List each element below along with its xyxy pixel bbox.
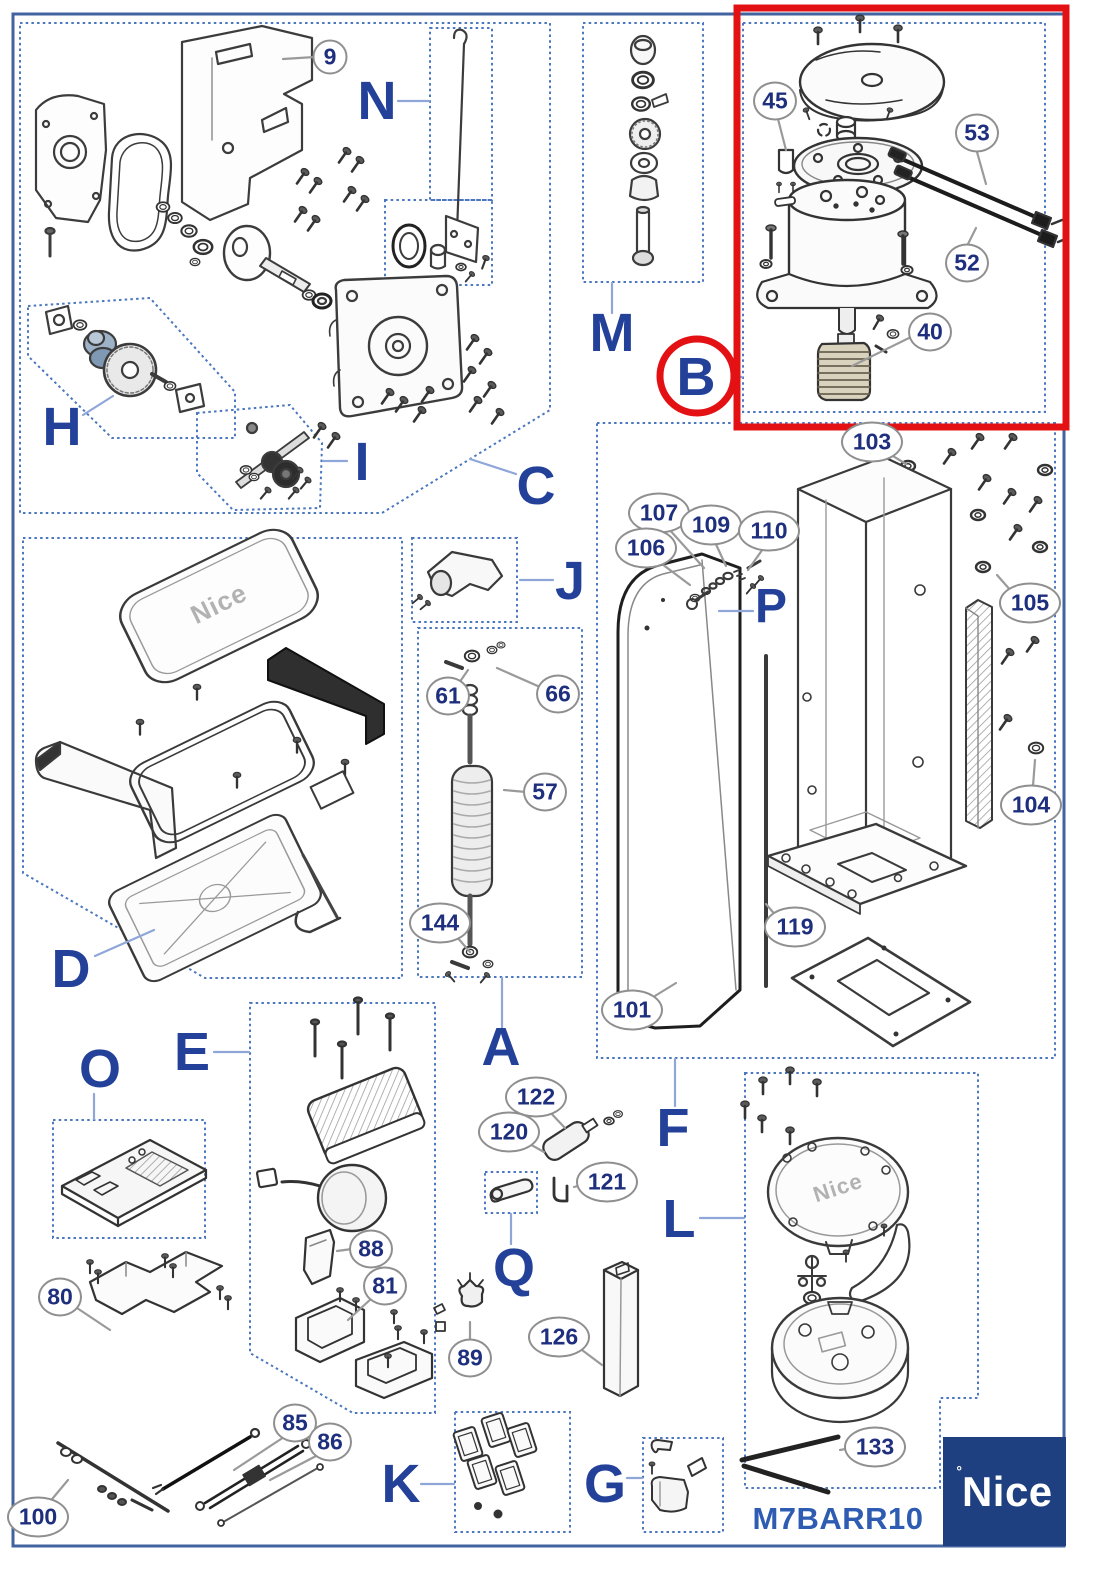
section-j-a-parts	[409, 550, 506, 986]
section-label-P: P	[754, 580, 788, 633]
callout-110: 110	[738, 510, 800, 552]
callout-107: 107	[628, 492, 690, 534]
box-E	[249, 1002, 436, 1414]
box-M	[582, 22, 704, 283]
brand-logo: °Nice	[943, 1437, 1066, 1546]
callout-89: 89	[448, 1338, 492, 1378]
callout-119: 119	[764, 906, 826, 948]
section-label-D: D	[51, 939, 91, 999]
model-code: M7BARR10	[752, 1501, 924, 1536]
callout-61: 61	[426, 676, 470, 716]
section-label-F: F	[656, 1098, 690, 1158]
section-label-G: G	[583, 1454, 627, 1514]
box-F	[596, 422, 1056, 1059]
section-label-N: N	[357, 71, 397, 131]
section-label-M: M	[589, 303, 635, 363]
callout-57: 57	[523, 772, 567, 812]
callout-104: 104	[1000, 784, 1062, 826]
section-c-parts	[34, 24, 507, 502]
section-label-O: O	[78, 1039, 122, 1099]
box-Q	[484, 1171, 538, 1214]
section-b-parts	[756, 13, 1070, 402]
section-o-parts	[60, 1138, 233, 1316]
section-m-parts	[628, 34, 669, 267]
highlight-circle-label-b	[656, 335, 738, 417]
box-D	[22, 537, 403, 979]
misc-center-parts	[457, 1110, 640, 1398]
callout-40: 40	[908, 312, 952, 352]
bottom-parts	[56, 1412, 707, 1527]
callout-105: 105	[999, 582, 1061, 624]
callout-109: 109	[680, 504, 742, 546]
box-L	[744, 1072, 979, 1489]
callout-120: 120	[478, 1111, 540, 1153]
section-label-J: J	[554, 551, 586, 611]
callout-106: 106	[615, 527, 677, 569]
callout-101: 101	[601, 989, 663, 1031]
section-label-C: C	[516, 456, 556, 516]
section-f-parts	[616, 430, 1054, 1048]
callout-86: 86	[308, 1422, 352, 1462]
box-K	[454, 1411, 571, 1533]
callout-80: 80	[38, 1277, 82, 1317]
callout-85: 85	[273, 1403, 317, 1443]
callout-9: 9	[312, 39, 348, 75]
box-I	[196, 403, 324, 512]
section-label-L: L	[662, 1189, 696, 1249]
callout-100: 100	[7, 1496, 69, 1538]
section-leaders	[81, 99, 755, 1486]
section-l-parts	[739, 1065, 911, 1495]
callout-103: 103	[841, 421, 903, 463]
callout-144: 144	[409, 902, 471, 944]
section-label-A: A	[481, 1017, 521, 1077]
callout-81: 81	[363, 1266, 407, 1306]
section-label-B: B	[676, 347, 716, 407]
section-e-parts	[255, 996, 446, 1400]
box-N	[429, 27, 493, 201]
brand-name: Nice	[961, 1467, 1053, 1515]
section-boxes	[19, 22, 1056, 1533]
section-label-H: H	[42, 397, 82, 457]
section-label-I: I	[354, 432, 370, 492]
highlight-rect-section-b	[733, 4, 1070, 431]
callout-133: 133	[844, 1426, 906, 1468]
callout-52: 52	[945, 243, 989, 283]
brand-mark: °	[956, 1463, 962, 1479]
callout-45: 45	[753, 81, 797, 121]
callout-66: 66	[536, 674, 580, 714]
section-label-E: E	[173, 1022, 211, 1082]
page-border	[11, 12, 1066, 1548]
callout-121: 121	[576, 1161, 638, 1203]
highlight-annotation	[656, 4, 1070, 431]
callout-53: 53	[955, 113, 999, 153]
section-label-K: K	[381, 1454, 421, 1514]
callout-122: 122	[505, 1076, 567, 1118]
box-G	[642, 1437, 724, 1533]
section-label-Q: Q	[492, 1238, 536, 1298]
box-C	[19, 22, 551, 514]
callout-88: 88	[349, 1229, 393, 1269]
box-J	[411, 537, 518, 623]
box-A	[417, 627, 583, 978]
callout-126: 126	[528, 1316, 590, 1358]
